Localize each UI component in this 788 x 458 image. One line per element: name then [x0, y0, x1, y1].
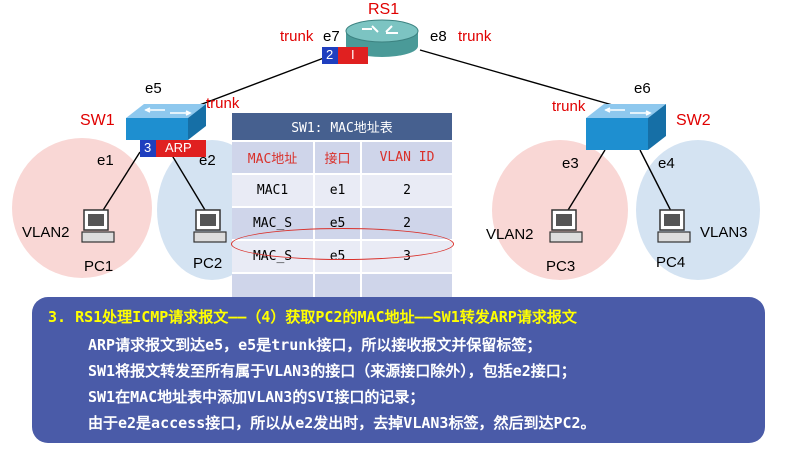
- vlan3-bubble-right: [636, 140, 760, 280]
- pc-icon: [81, 209, 115, 243]
- router-trunk-left: trunk: [280, 28, 314, 45]
- router-tag-vlan: [322, 47, 338, 64]
- link-sw1-pc1: [99, 151, 141, 216]
- sw2-name: SW2: [676, 112, 711, 129]
- pc4-vlan: VLAN3: [700, 224, 748, 241]
- sw1-tag-frame: [156, 140, 206, 157]
- pc-icon: [193, 209, 227, 243]
- sw1-tag-frame-label: ARP: [165, 140, 192, 155]
- mac-address-table: SW1: MAC地址表 MAC地址 接口 VLAN ID MAC1 e1 2 M…: [232, 113, 454, 305]
- mac-table-header-port: 接口: [314, 141, 363, 175]
- link-rs1-sw2: [419, 49, 631, 111]
- mac-table-title: SW1: MAC地址表: [232, 113, 454, 142]
- router-trunk-right: trunk: [458, 28, 492, 45]
- router-name: RS1: [368, 1, 400, 18]
- sw2-port-e6: e6: [634, 80, 651, 97]
- router-port-e8: e8: [430, 28, 447, 45]
- table-cell: e1: [314, 174, 363, 208]
- router-tag-vlan-label: 2: [326, 47, 334, 62]
- pc1-vlan: VLAN2: [22, 224, 70, 241]
- link-sw2-pc3: [564, 149, 606, 216]
- table-cell: 2: [361, 174, 454, 208]
- mac-table-header-vlan: VLAN ID: [361, 141, 454, 175]
- explanation-panel: 3. RS1处理ICMP请求报文——（4）获取PC2的MAC地址——SW1转发A…: [32, 297, 765, 443]
- sw1-tag-vlan: [140, 140, 156, 157]
- pc3-name: PC3: [546, 258, 576, 275]
- mac-table-header-mac: MAC地址: [232, 141, 316, 175]
- sw1-tag-vlan-label: 3: [144, 140, 152, 155]
- switch-icon: [126, 104, 206, 140]
- panel-heading: 3. RS1处理ICMP请求报文——（4）获取PC2的MAC地址——SW1转发A…: [48, 308, 577, 326]
- pc-icon: [657, 209, 691, 243]
- router-port-e7: e7: [323, 28, 340, 45]
- switch-icon: [586, 104, 666, 150]
- table-row: MAC1 e1 2: [232, 174, 454, 208]
- panel-line: SW1在MAC地址表中添加VLAN3的SVI接口的记录；: [88, 388, 425, 406]
- sw1-trunk: trunk: [206, 95, 240, 112]
- link-sw1-pc2: [169, 151, 209, 216]
- pc2-name: PC2: [193, 255, 223, 272]
- table-cell: MAC1: [232, 174, 316, 208]
- sw1-port-e1: e1: [97, 152, 114, 169]
- sw2-port-e4: e4: [658, 155, 675, 172]
- pc-icon: [549, 209, 583, 243]
- panel-line: SW1将报文转发至所有属于VLAN3的接口（来源接口除外），包括e2接口；: [88, 362, 576, 380]
- sw2-trunk: trunk: [552, 98, 586, 115]
- pc3-vlan: VLAN2: [486, 226, 534, 243]
- sw1-port-e2: e2: [199, 152, 216, 169]
- link-sw2-pc4: [639, 149, 674, 216]
- pc4-name: PC4: [656, 254, 686, 271]
- router-tag-frame: [338, 47, 368, 64]
- router-tag-frame-label: I: [351, 47, 355, 62]
- sw2-port-e3: e3: [562, 155, 579, 172]
- pc1-name: PC1: [84, 258, 114, 275]
- panel-line: ARP请求报文到达e5，e5是trunk接口，所以接收报文并保留标签；: [88, 336, 542, 354]
- sw1-port-e5: e5: [145, 80, 162, 97]
- panel-line: 由于e2是access接口，所以从e2发出时，去掉VLAN3标签，然后到达PC2…: [88, 414, 596, 432]
- new-entry-highlight: [231, 228, 454, 260]
- sw1-name: SW1: [80, 112, 115, 129]
- vlan2-bubble-left: [12, 138, 152, 278]
